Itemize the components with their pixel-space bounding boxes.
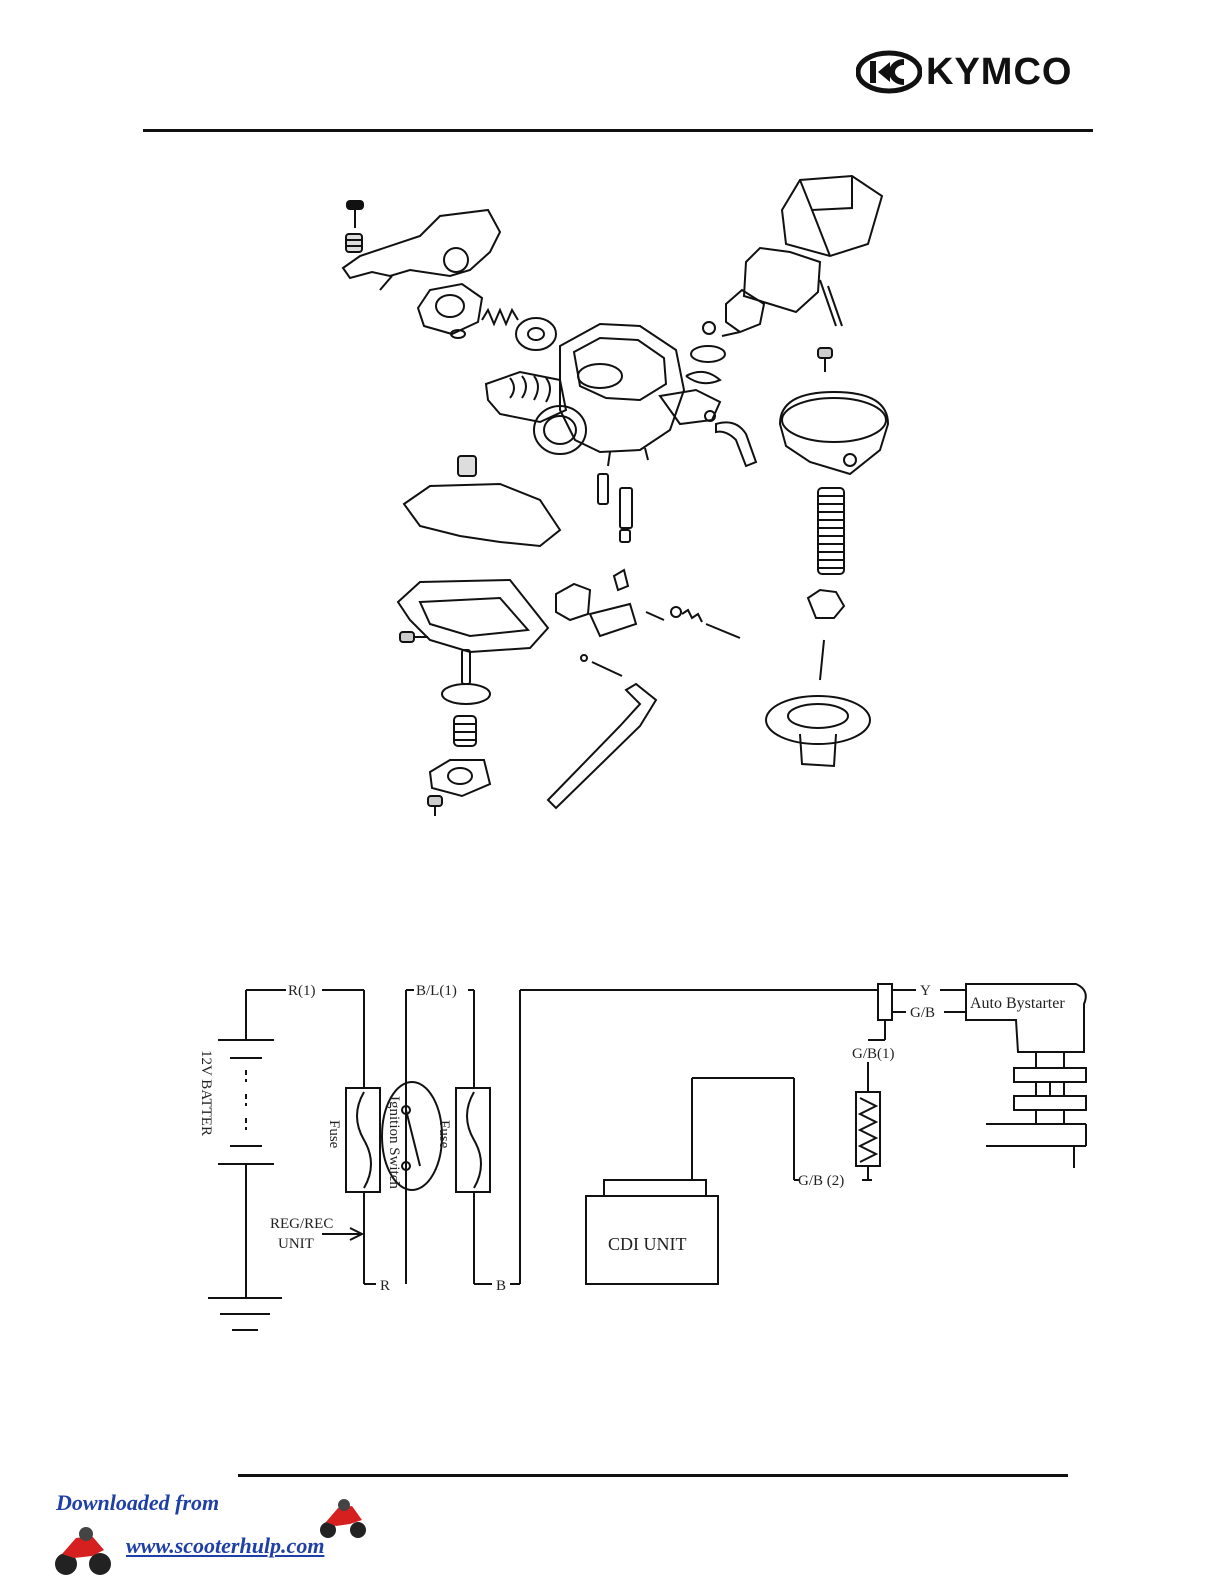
wire-label-gb2: G/B (2) xyxy=(798,1173,844,1189)
battery-label: 12V BATTER xyxy=(198,1050,214,1136)
wire-label-gb1: G/B(1) xyxy=(852,1046,895,1062)
wire-label-gb: G/B xyxy=(910,1005,935,1021)
regrec-label-line2: UNIT xyxy=(278,1236,314,1252)
heater-resistor xyxy=(856,1092,880,1166)
battery-symbol xyxy=(218,990,274,1298)
scooter-icon xyxy=(52,1524,114,1578)
fuse-right xyxy=(456,1088,490,1192)
fuse-left xyxy=(346,1088,380,1192)
auto-bystarter-label: Auto Bystarter xyxy=(970,995,1065,1012)
cdi-unit-box xyxy=(586,1180,718,1284)
footer-rule xyxy=(238,1474,1068,1477)
regrec-label-line1: REG/REC xyxy=(270,1216,333,1232)
scooter-icon xyxy=(318,1498,368,1540)
fuse-right-label: Fuse xyxy=(436,1120,452,1149)
ignition-switch-label: Ignition Switch xyxy=(386,1096,402,1189)
connector-symbol xyxy=(878,984,892,1020)
cdi-unit-label: CDI UNIT xyxy=(608,1234,687,1254)
ground-symbol xyxy=(208,1298,282,1330)
wire-label-b: B xyxy=(496,1278,506,1294)
wire-label-r1: R(1) xyxy=(288,983,316,999)
site-link[interactable]: www.scooterhulp.com xyxy=(126,1533,324,1559)
downloaded-from-text: Downloaded from xyxy=(56,1490,219,1516)
wire-label-bl1: B/L(1) xyxy=(416,983,457,999)
wire-label-y: Y xyxy=(920,983,931,999)
fuse-left-label: Fuse xyxy=(326,1120,342,1149)
wire-label-r: R xyxy=(380,1278,390,1294)
